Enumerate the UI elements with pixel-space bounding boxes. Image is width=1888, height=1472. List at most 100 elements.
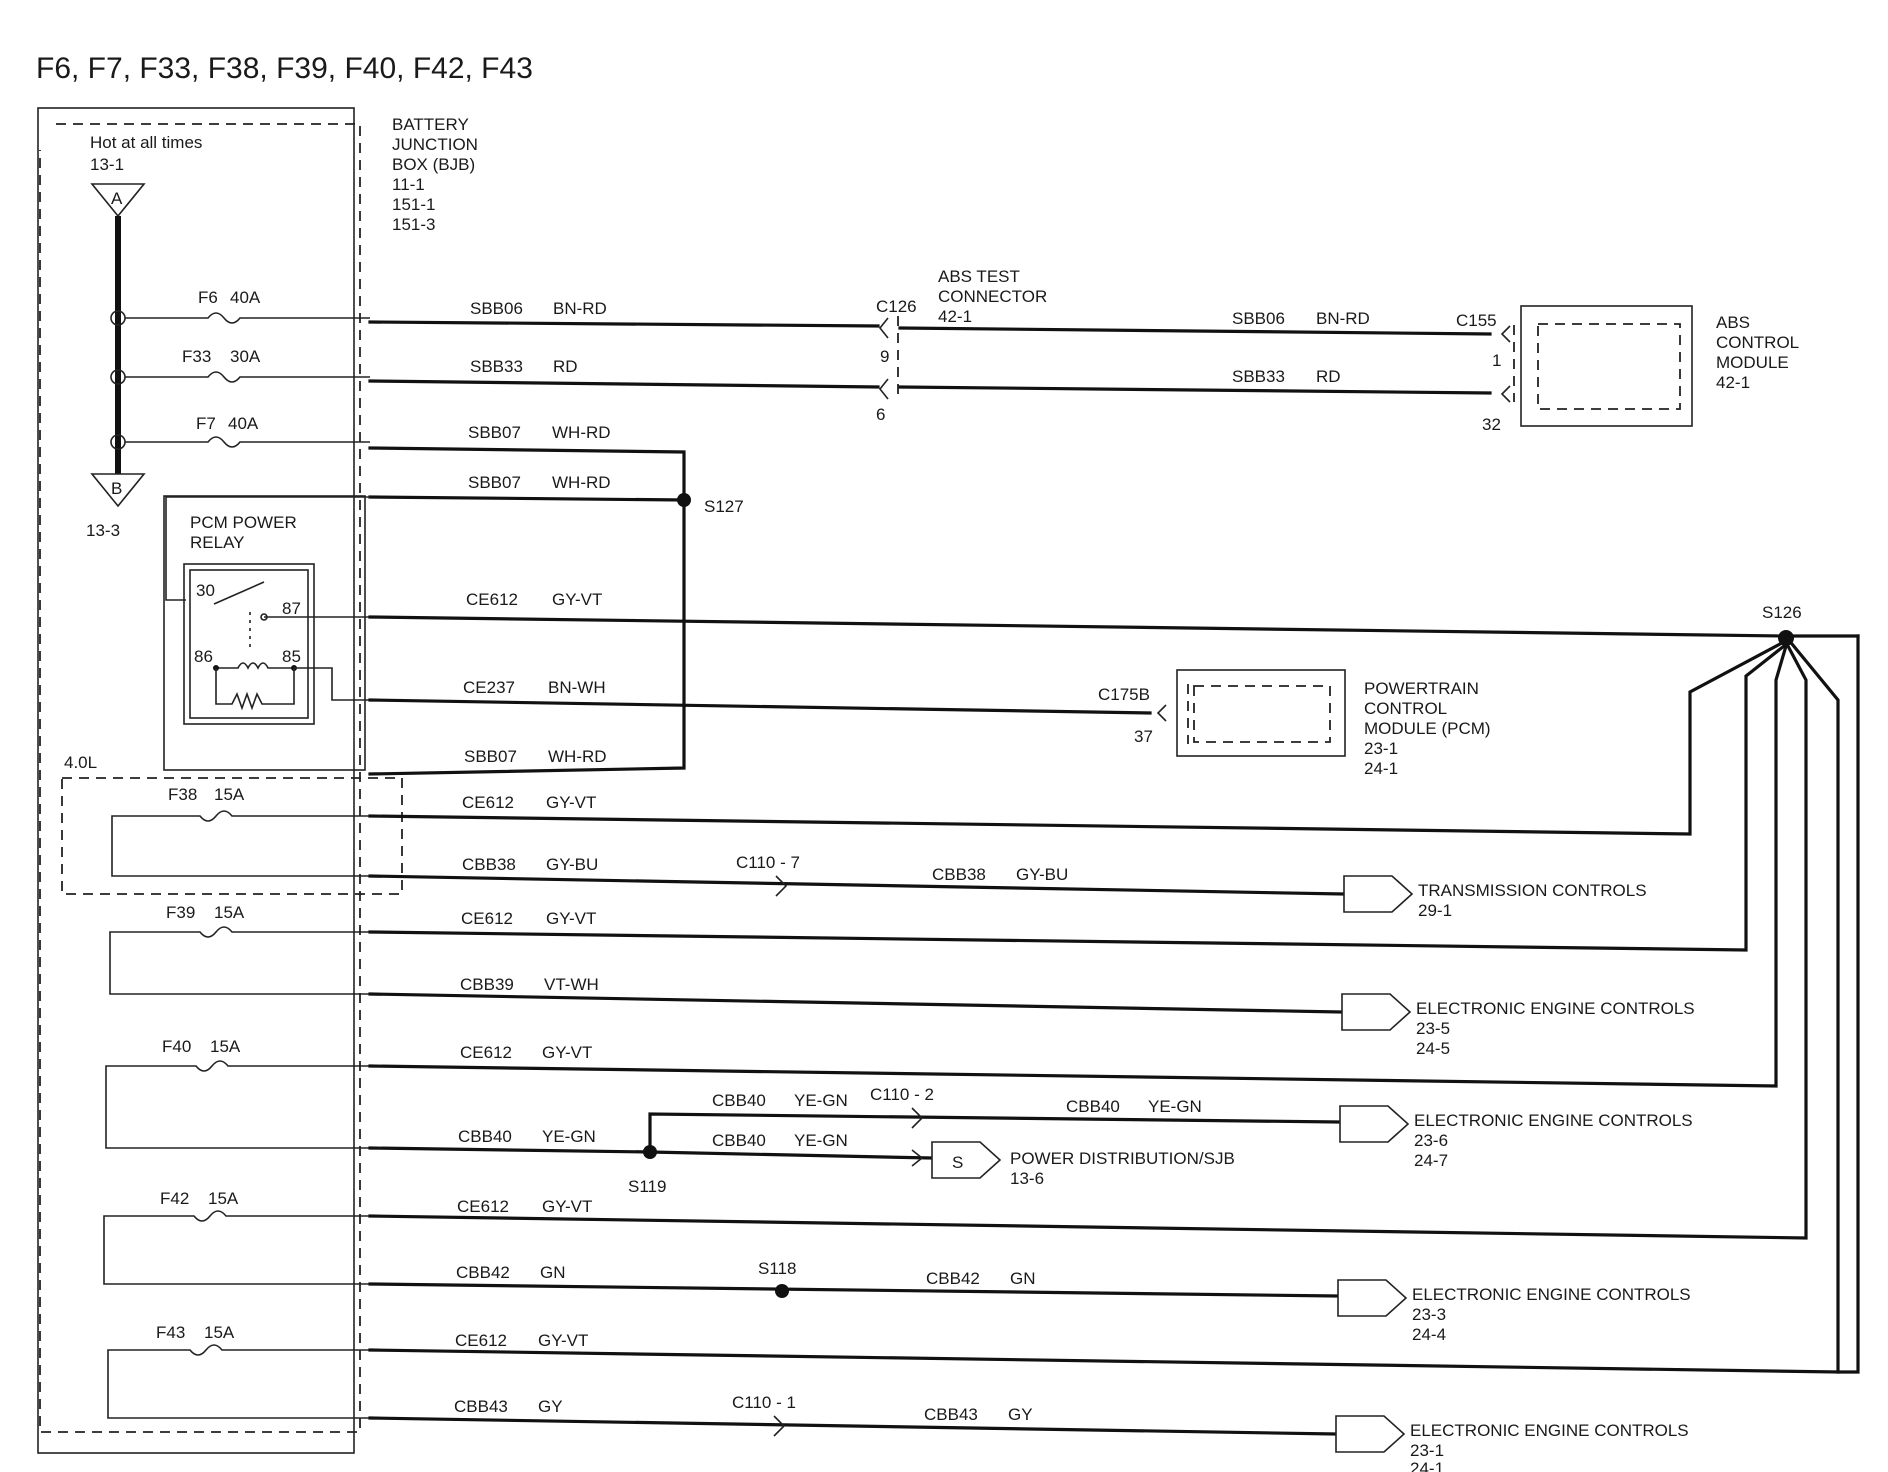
fuses-f39-rating-text: 15A: [214, 903, 245, 922]
terminal-b-icon: [90, 473, 146, 508]
abs-module-lines-1-text: CONTROL: [1716, 333, 1799, 352]
bjb-label-4: 11-1: [392, 175, 425, 194]
c110-pin2-text: C110 - 2: [870, 1085, 934, 1104]
fuses-f40-name-text: F40: [162, 1037, 191, 1056]
fuses-f7-rating-text: 40A: [228, 414, 259, 433]
circuit-sbb06: SBB06 BN-RD SBB06 BN-RD: [368, 299, 1492, 336]
eec-43-connector-icon: [1335, 1415, 1406, 1453]
relay-pins-p87-text: 87: [282, 599, 301, 618]
destinations-eec-39-refs-1-text: 24-5: [1416, 1039, 1450, 1058]
splice-s118: [775, 1284, 789, 1298]
destinations-eec-39-label-text: ELECTRONIC ENGINE CONTROLS: [1416, 999, 1695, 1018]
wires-cbb40-circuit-text: CBB40: [458, 1127, 512, 1146]
fuses-f6-rating-text: 40A: [230, 288, 261, 307]
battery-junction-box: BATTERY JUNCTION BOX (BJB) 11-1 151-1 15…: [37, 107, 478, 1454]
destinations-eec-42-refs-0-text: 23-3: [1412, 1305, 1446, 1324]
abs-control-module: C155 1 32 ABS CONTROL MODULE 42-1: [1456, 305, 1799, 434]
fuse-f43: F43 15A: [107, 1323, 370, 1419]
destinations-eec-40-refs-0-text: 23-6: [1414, 1131, 1448, 1150]
wires-sbb07-color-text: WH-RD: [548, 747, 607, 766]
circuit-ce612-feeders: CE612 GY-VT CE612 GY-VT CE612 GY-VT CE61…: [368, 634, 1860, 1374]
wires-ce612-color-text: GY-VT: [552, 590, 602, 609]
relay-pins-p86-text: 86: [194, 647, 213, 666]
wires-sbb06-circuit-text: SBB06: [1232, 309, 1285, 328]
wires-sbb33-circuit-text: SBB33: [470, 357, 523, 376]
wires-sbb06-circuit-text: SBB06: [470, 299, 523, 318]
wires-cbb39-circuit-text: CBB39: [460, 975, 514, 994]
bjb-label-6: 151-3: [392, 215, 435, 234]
wires-sbb33-circuit-text: SBB33: [1232, 367, 1285, 386]
abs-module-lines-0-text: ABS: [1716, 313, 1750, 332]
pcm-lines-4-text: 24-1: [1364, 759, 1398, 778]
splice-s126: [1778, 630, 1794, 646]
circuit-ce237: CE237 BN-WH: [368, 678, 1152, 715]
fuses-f7-name-text: F7: [196, 414, 216, 433]
eec-39-connector-icon: [1341, 993, 1412, 1031]
fuse-f33: F33 30A: [125, 347, 370, 383]
destinations-eec-42-label-text: ELECTRONIC ENGINE CONTROLS: [1412, 1285, 1691, 1304]
abs-module-lines-2-text: MODULE: [1716, 353, 1789, 372]
fuses-f6-name-text: F6: [198, 288, 218, 307]
engine-4-0l-box: 4.0L: [61, 753, 403, 895]
wires-sbb33-color-text: RD: [1316, 367, 1341, 386]
wires-ce612-color-text: GY-VT: [542, 1043, 592, 1062]
wires-ce237-color-text: BN-WH: [548, 678, 606, 697]
terminal-b-letter: B: [111, 479, 122, 498]
splices-s127-text: S127: [704, 497, 744, 516]
fuses-f43-rating-text: 15A: [204, 1323, 235, 1342]
wires-cbb42-color-text: GN: [540, 1263, 566, 1282]
wires-sbb07-circuit-text: SBB07: [468, 423, 521, 442]
abs-test-pin-a-text: 9: [880, 347, 889, 366]
pcm-lines-2-text: MODULE (PCM): [1364, 719, 1491, 738]
wires-ce612-color-text: GY-VT: [546, 909, 596, 928]
fuse-f38: F38 15A: [111, 785, 370, 877]
wires-cbb40-color-text: YE-GN: [542, 1127, 596, 1146]
destinations-eec-43-refs-0-text: 23-1: [1410, 1441, 1444, 1460]
wires-cbb40-circuit-text: CBB40: [1066, 1097, 1120, 1116]
pcm-lines-1-text: CONTROL: [1364, 699, 1447, 718]
wires-cbb43-circuit-text: CBB43: [924, 1405, 978, 1424]
terminal-a-letter: A: [111, 189, 123, 208]
wires-cbb43-circuit-text: CBB43: [454, 1397, 508, 1416]
fuses-f43-name-text: F43: [156, 1323, 185, 1342]
circuit-sbb33: SBB33 RD SBB33 RD: [368, 357, 1492, 395]
terminal-a-icon: [90, 183, 146, 218]
fuses-f40-rating-text: 15A: [210, 1037, 241, 1056]
destinations-eec-43-label-text: ELECTRONIC ENGINE CONTROLS: [1410, 1421, 1689, 1440]
wires-cbb40-color-text: YE-GN: [794, 1131, 848, 1150]
fuses-f33-rating-text: 30A: [230, 347, 261, 366]
destinations-eec-40-refs-1-text: 24-7: [1414, 1151, 1448, 1170]
circuit-sbb07: S127 SBB07 WH-RD SBB07 WH-RD SBB07 WH-RD: [165, 423, 744, 776]
destinations-power-dist-letter-text: S: [952, 1153, 963, 1172]
fuses-f42-name-text: F42: [160, 1189, 189, 1208]
abs-test-connector: ABS TEST CONNECTOR 42-1 C126 9 6: [876, 267, 1047, 424]
wires-ce612-circuit-text: CE612: [466, 590, 518, 609]
c126-label: C126: [876, 297, 917, 316]
c155-label: C155: [1456, 311, 1497, 330]
wires-sbb06-color-text: BN-RD: [1316, 309, 1370, 328]
abs-test-pin-b-text: 6: [876, 405, 885, 424]
wires-sbb07-color-text: WH-RD: [552, 473, 611, 492]
top-ref-label: 13-1: [90, 155, 124, 174]
relay-lines-0-text: PCM POWER: [190, 513, 297, 532]
abs-test-lines-2-text: 42-1: [938, 307, 972, 326]
transmission-controls-connector-icon: [1343, 875, 1414, 913]
transmission-controls-label: TRANSMISSION CONTROLS: [1418, 881, 1647, 900]
splice-s119: [643, 1145, 657, 1159]
destinations-eec-42-refs-1-text: 24-4: [1412, 1325, 1446, 1344]
destinations-eec-40-label-text: ELECTRONIC ENGINE CONTROLS: [1414, 1111, 1693, 1130]
bjb-engine-label-text: 4.0L: [64, 753, 97, 772]
bjb-label-2: JUNCTION: [392, 135, 478, 154]
fuse-f40: F40 15A: [105, 1037, 370, 1149]
circuit-cbb42: S118 CBB42 GN CBB42 GN ELECTRONIC ENGINE…: [368, 1259, 1691, 1344]
wires-sbb06-color-text: BN-RD: [553, 299, 607, 318]
wires-ce612-circuit-text: CE612: [460, 1043, 512, 1062]
circuit-ce612-main: CE612 GY-VT S126: [368, 590, 1860, 646]
wires-sbb07-circuit-text: SBB07: [468, 473, 521, 492]
circuit-cbb40: S119 CBB40 YE-GN CBB40 YE-GN CBB40 YE-GN…: [368, 1085, 1693, 1196]
wires-cbb40-circuit-text: CBB40: [712, 1131, 766, 1150]
fuses-f38-name-text: F38: [168, 785, 197, 804]
circuit-cbb43: CBB43 GY C110 - 1 CBB43 GY ELECTRONIC EN…: [368, 1393, 1689, 1472]
wires-ce612-circuit-text: CE612: [455, 1331, 507, 1350]
